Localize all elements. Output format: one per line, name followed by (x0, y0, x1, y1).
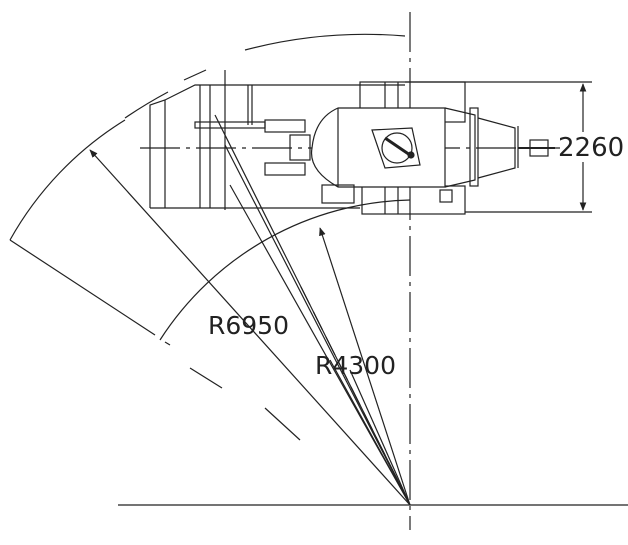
width-dimension-label: 2260 (558, 133, 624, 163)
outer-radius-label: R6950 (208, 311, 289, 340)
inner-swing-arc (159, 199, 411, 341)
r4300-leader (319, 227, 411, 506)
r6950-dimension-arc (9, 119, 126, 241)
machine (149, 70, 555, 215)
outer-swing-arc (244, 33, 406, 51)
inner-radius-label: R4300 (315, 351, 396, 380)
outer-swing-arc-dashes (124, 91, 169, 119)
r6950-leader (89, 149, 411, 506)
